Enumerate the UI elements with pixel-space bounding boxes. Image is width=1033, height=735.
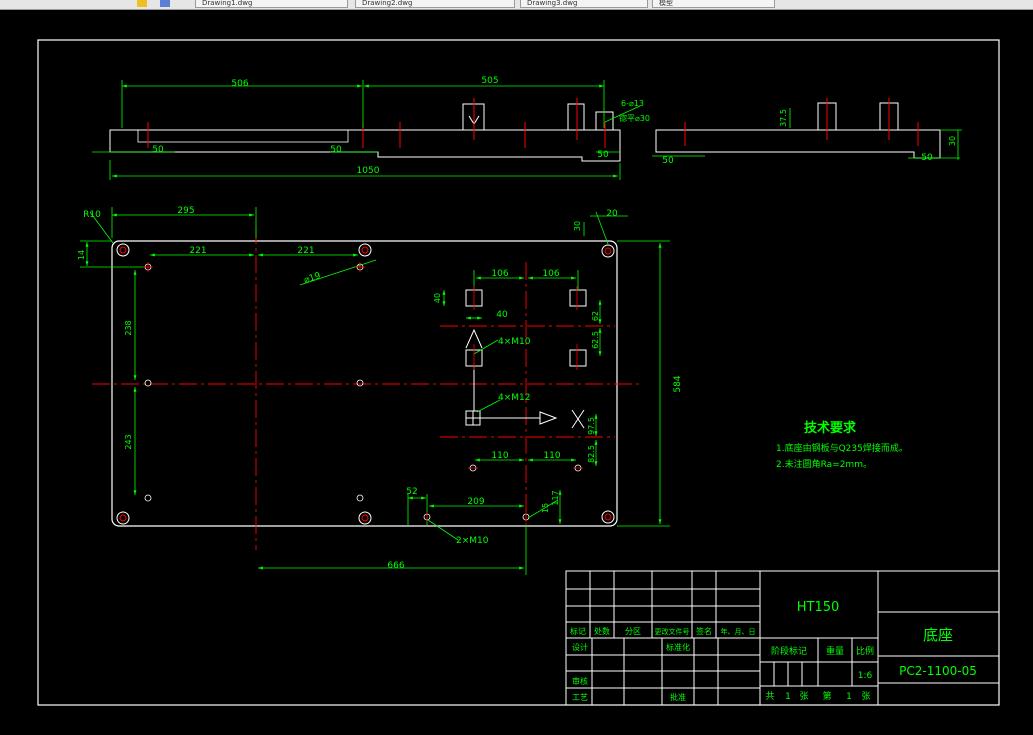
dim-238: 238	[124, 320, 133, 335]
tb-page-val: 1	[846, 692, 852, 702]
tb-mark: 标记	[570, 626, 586, 636]
dim-295: 295	[177, 206, 194, 216]
tb-drawing-no: PC2-1100-05	[899, 664, 977, 678]
side-view: 50 50 37.5 30	[652, 98, 962, 166]
dim-110a: 110	[491, 451, 508, 461]
plan-view: R10 295 221 221 14 20 30 ⌀19 106 106 40 …	[77, 206, 683, 575]
dim-221b: 221	[297, 246, 314, 256]
dim-221a: 221	[189, 246, 206, 256]
cad-canvas[interactable]: 506 505 1050 50 50 50 6-⌀13 锪平⌀30 50 50 …	[0, 10, 1033, 735]
dim-side-30: 30	[948, 136, 957, 146]
hole-spec-2: 锪平⌀30	[619, 113, 650, 123]
dim-117: 117	[551, 490, 560, 505]
dim-14: 14	[77, 250, 86, 260]
dim-15: 15	[541, 503, 550, 513]
dim-97-5: 97.5	[587, 417, 596, 435]
tb-design: 设计	[572, 642, 588, 652]
tb-part-name: 底座	[923, 626, 953, 644]
thread-2m10: 2×M10	[456, 536, 489, 546]
dim-40a: 40	[433, 293, 442, 303]
tb-total-val: 1	[785, 692, 791, 702]
front-view: 506 505 1050 50 50 50 6-⌀13 锪平⌀30	[92, 76, 650, 180]
notes-title: 技术要求	[804, 420, 857, 436]
dim-666: 666	[387, 561, 404, 571]
tb-date: 年、月、日	[721, 627, 756, 636]
tab-model[interactable]: 模型	[652, 0, 775, 8]
tb-page-unit: 张	[861, 691, 870, 702]
dim-40b: 40	[496, 310, 508, 320]
dim-584: 584	[673, 375, 683, 392]
dim-505: 505	[481, 76, 498, 86]
dim-r10: R10	[83, 210, 101, 220]
dim-110b: 110	[543, 451, 560, 461]
tb-sign: 签名	[696, 626, 712, 636]
dim-50-mid: 50	[330, 145, 342, 155]
dim-phi19: ⌀19	[303, 271, 322, 286]
tb-scale-label: 比例	[856, 645, 874, 657]
dim-82-5: 82.5	[587, 445, 596, 463]
thread-m12: 4×M12	[498, 393, 530, 403]
dim-209: 209	[467, 497, 484, 507]
dim-1050: 1050	[357, 166, 380, 176]
notes-line-1: 1.底座由钢板与Q235焊接而成。	[776, 442, 908, 454]
tb-standard: 标准化	[666, 642, 690, 652]
dim-side-50b: 50	[921, 153, 933, 163]
dim-20: 20	[606, 209, 618, 219]
dim-side-37-5: 37.5	[779, 109, 788, 127]
dim-243: 243	[124, 434, 133, 449]
dim-62-5: 62.5	[591, 331, 600, 349]
dim-52: 52	[406, 487, 417, 497]
tb-stage-mark: 阶段标记	[771, 645, 807, 657]
tab-drawing2[interactable]: Drawing2.dwg	[355, 0, 515, 8]
tab-drawing1[interactable]: Drawing1.dwg	[195, 0, 348, 8]
tb-weight: 重量	[826, 645, 844, 657]
dim-106a: 106	[491, 269, 508, 279]
dim-50-right: 50	[597, 150, 609, 160]
thread-m10: 4×M10	[498, 337, 531, 347]
dim-50-left: 50	[152, 145, 164, 155]
hole-spec-1: 6-⌀13	[621, 99, 644, 108]
drawing-frame	[37, 39, 1000, 706]
dim-106b: 106	[542, 269, 559, 279]
cube-icon[interactable]	[160, 0, 170, 7]
tb-sheet-label: 张	[799, 691, 808, 702]
title-block: 标记 处数 分区 更改文件号 签名 年、月、日 设计 标准化 审核 工艺 批准 …	[565, 570, 1000, 706]
tb-doc-no: 更改文件号	[655, 627, 690, 636]
tb-page-label: 第	[822, 690, 831, 702]
tb-process: 工艺	[572, 693, 588, 702]
tb-approve: 批准	[670, 692, 686, 702]
dim-506: 506	[231, 79, 248, 89]
tb-scale: 1:6	[858, 671, 873, 681]
technical-notes: 技术要求 1.底座由钢板与Q235焊接而成。 2.未注圆角Ra=2mm。	[776, 420, 908, 470]
dim-30: 30	[573, 221, 582, 231]
tab-drawing3[interactable]: Drawing3.dwg	[520, 0, 648, 8]
folder-icon[interactable]	[137, 0, 147, 7]
tb-review: 审核	[572, 676, 588, 686]
tb-count: 处数	[594, 626, 610, 636]
dim-62: 62	[591, 311, 600, 321]
tb-zone: 分区	[625, 627, 641, 636]
tb-material: HT150	[797, 600, 840, 615]
notes-line-2: 2.未注圆角Ra=2mm。	[776, 458, 872, 470]
document-tab-bar: Drawing1.dwg Drawing2.dwg Drawing3.dwg 模…	[0, 0, 1033, 10]
dim-side-50a: 50	[662, 156, 674, 166]
tb-total-label: 共	[765, 691, 774, 702]
